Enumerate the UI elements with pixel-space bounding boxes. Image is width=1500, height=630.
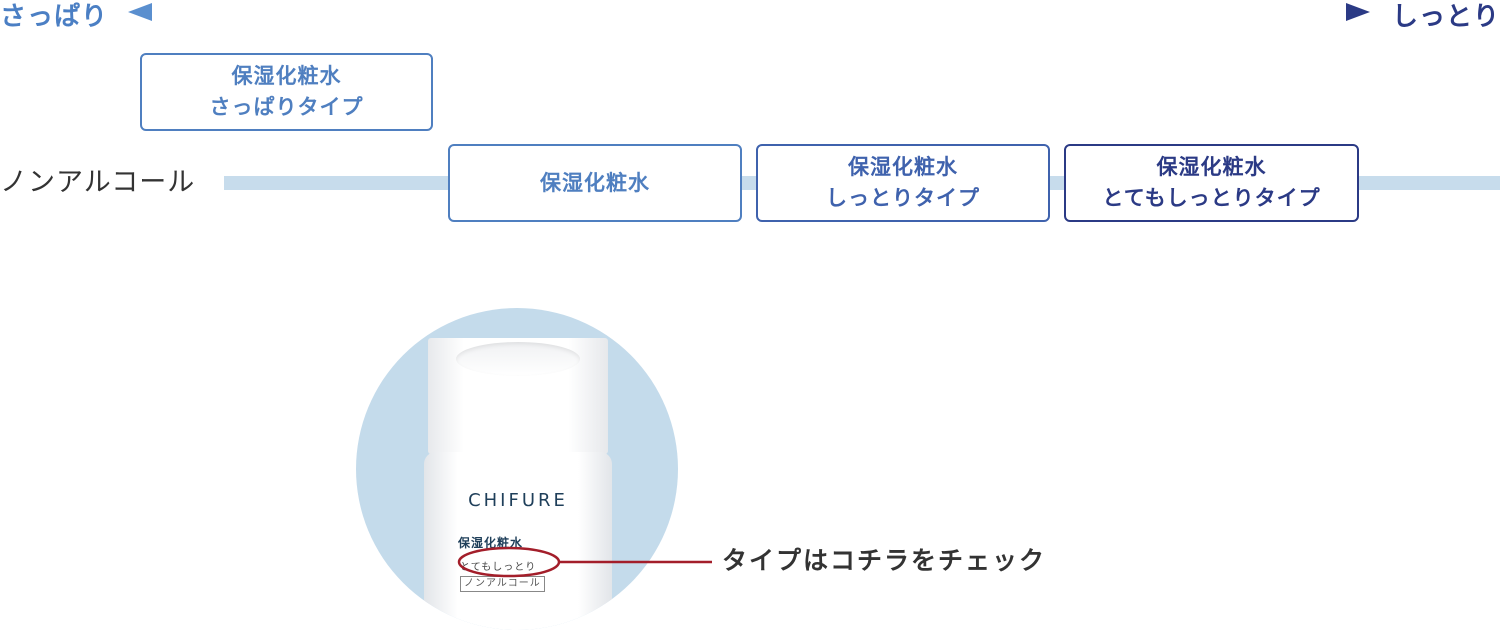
- scale-label-right: しっとり: [1391, 2, 1500, 32]
- product-name: 保湿化粧水: [848, 155, 958, 179]
- bottle-product-name: 保湿化粧水: [458, 536, 524, 550]
- bottle-brand: CHIFURE: [468, 490, 568, 511]
- product-type: とてもしっとりタイプ: [1102, 186, 1321, 210]
- bottle-body: CHIFURE 保湿化粧水 とてもしっとり ノンアルコール: [424, 452, 612, 630]
- product-box-totemo-shittori: 保湿化粧水 とてもしっとりタイプ: [1064, 144, 1359, 222]
- bottle-non-alcohol-badge: ノンアルコール: [460, 576, 545, 592]
- scale-arrow: [128, 3, 1370, 21]
- product-type: しっとりタイプ: [826, 186, 980, 210]
- bottle-type-label: とてもしっとり: [460, 562, 537, 573]
- callout-text: タイプはコチラをチェック: [722, 546, 1047, 575]
- product-name: 保湿化粧水: [1156, 155, 1267, 179]
- scale-label-left: さっぱり: [0, 2, 109, 32]
- bottle-cap: [428, 338, 608, 454]
- product-type: さっぱりタイプ: [209, 95, 364, 119]
- product-name: 保湿化粧水: [540, 170, 650, 195]
- product-box-shittori: 保湿化粧水 しっとりタイプ: [756, 144, 1050, 222]
- bottle-cap-top: [456, 342, 580, 376]
- product-box-sappari: 保湿化粧水 さっぱりタイプ: [140, 53, 433, 131]
- product-image-circle: CHIFURE 保湿化粧水 とてもしっとり ノンアルコール: [356, 308, 678, 630]
- product-name: 保湿化粧水: [231, 64, 342, 88]
- product-box-normal: 保湿化粧水: [448, 144, 742, 222]
- non-alcohol-label: ノンアルコール: [0, 167, 196, 198]
